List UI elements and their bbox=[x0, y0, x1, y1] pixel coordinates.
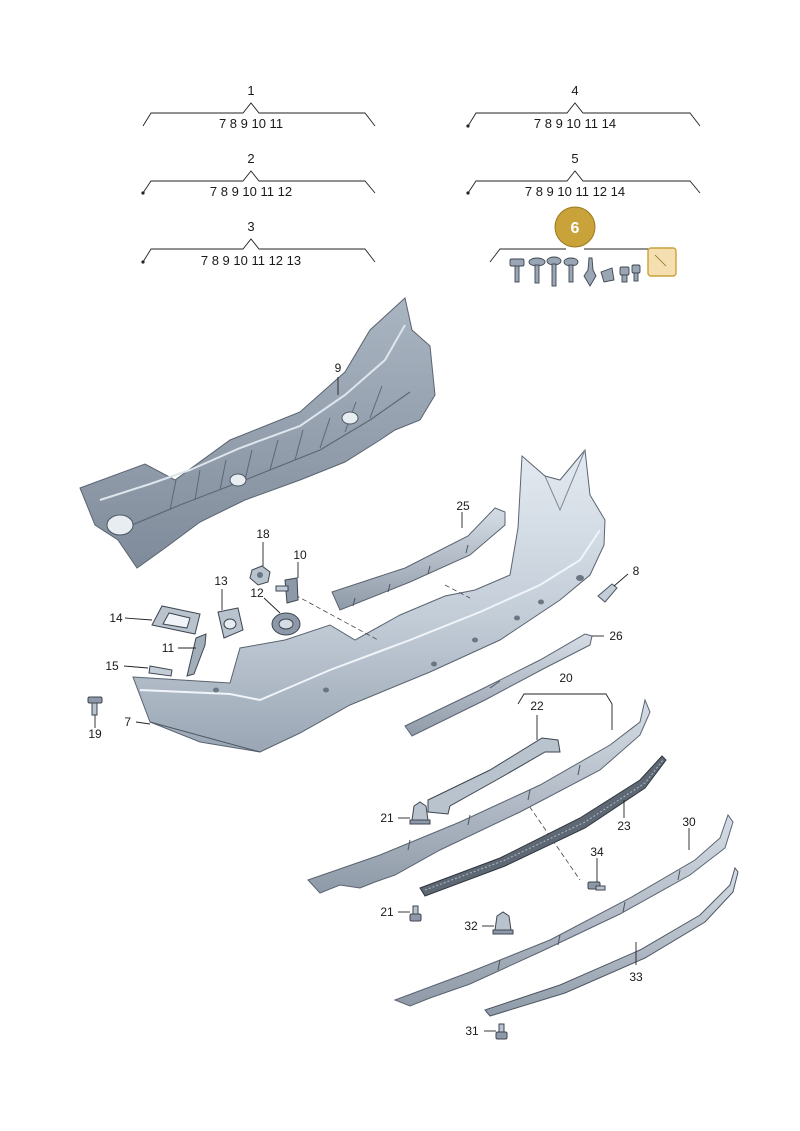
group-number: 4 bbox=[571, 83, 578, 98]
group-5: 5 7 8 9 10 11 12 14 bbox=[466, 151, 701, 199]
part-19-screw bbox=[87, 696, 103, 716]
part-14-frame bbox=[151, 605, 201, 635]
part-23-label: 22 bbox=[530, 699, 544, 713]
part-15-strip bbox=[148, 665, 173, 677]
group-items: 7 8 9 10 11 bbox=[219, 116, 283, 131]
group-3: 3 7 8 9 10 11 12 13 bbox=[141, 219, 376, 268]
group-number: 3 bbox=[247, 219, 254, 234]
group-number: 6 bbox=[571, 220, 580, 237]
part-31-screw bbox=[495, 1023, 508, 1040]
part-7-label: 7 bbox=[124, 715, 131, 729]
part-8-label: 8 bbox=[633, 564, 640, 578]
part-25-label: 25 bbox=[456, 499, 470, 513]
part-33-trim bbox=[484, 866, 739, 1017]
part-31-label: 31 bbox=[465, 1024, 479, 1038]
group-number: 2 bbox=[247, 151, 254, 166]
part-34-label: 34 bbox=[590, 845, 604, 859]
part-12-label: 12 bbox=[250, 586, 264, 600]
part-7-bumper-cover bbox=[132, 448, 606, 753]
part-9-label: 9 bbox=[335, 361, 342, 375]
group-2: 2 7 8 9 10 11 12 bbox=[141, 151, 376, 199]
group-number: 5 bbox=[571, 151, 578, 166]
part-15-label: 15 bbox=[105, 659, 119, 673]
group-items: 7 8 9 10 11 12 13 bbox=[201, 253, 301, 268]
part-20-diffuser bbox=[307, 698, 651, 894]
part-25-strip bbox=[331, 507, 506, 611]
part-24-label: 23 bbox=[617, 819, 631, 833]
part-10-label: 10 bbox=[293, 548, 307, 562]
part-9-carrier bbox=[79, 297, 436, 569]
part-22-label: 21 bbox=[380, 811, 394, 825]
part-21-screw bbox=[409, 905, 422, 922]
part-11-reflector bbox=[186, 633, 207, 677]
part-20-label: 20 bbox=[559, 671, 573, 685]
part-11-label: 11 bbox=[162, 641, 175, 655]
group-items: 7 8 9 10 11 12 bbox=[210, 184, 292, 199]
part-33-label: 33 bbox=[629, 970, 643, 984]
part-32-label: 32 bbox=[464, 919, 478, 933]
part-26-strip bbox=[404, 633, 593, 737]
part-24-grille bbox=[419, 755, 667, 897]
group-items: 7 8 9 10 11 12 14 bbox=[525, 184, 625, 199]
part-22-clip bbox=[409, 801, 431, 825]
part-18-nut bbox=[249, 565, 271, 586]
group-1: 1 7 8 9 10 11 bbox=[142, 83, 376, 131]
part-30-label: 30 bbox=[682, 815, 696, 829]
group-4: 4 7 8 9 10 11 14 bbox=[466, 83, 701, 131]
part-19-label: 19 bbox=[88, 727, 102, 741]
part-10-bracket bbox=[275, 577, 299, 604]
part-21-label-text: 21 bbox=[380, 905, 394, 919]
part-18-label: 18 bbox=[256, 527, 270, 541]
part-13-bracket bbox=[217, 607, 244, 639]
part-23-bracket bbox=[427, 737, 561, 815]
part-30-diffuser bbox=[393, 813, 734, 1007]
part-14-label: 14 bbox=[109, 611, 123, 625]
part-34-screw bbox=[587, 881, 606, 891]
part-8-cap bbox=[597, 583, 618, 603]
group-6-highlight-badge bbox=[554, 206, 596, 248]
part-13-label: 13 bbox=[214, 574, 228, 588]
part-32-clip bbox=[492, 911, 514, 935]
group-items: 7 8 9 10 11 14 bbox=[534, 116, 616, 131]
part-12-holder bbox=[271, 612, 301, 636]
group-number: 1 bbox=[247, 83, 254, 98]
group-6-fastener-kit: 6 bbox=[489, 206, 677, 287]
part-26-label: 26 bbox=[609, 629, 623, 643]
fastener-set-icon bbox=[509, 256, 641, 287]
